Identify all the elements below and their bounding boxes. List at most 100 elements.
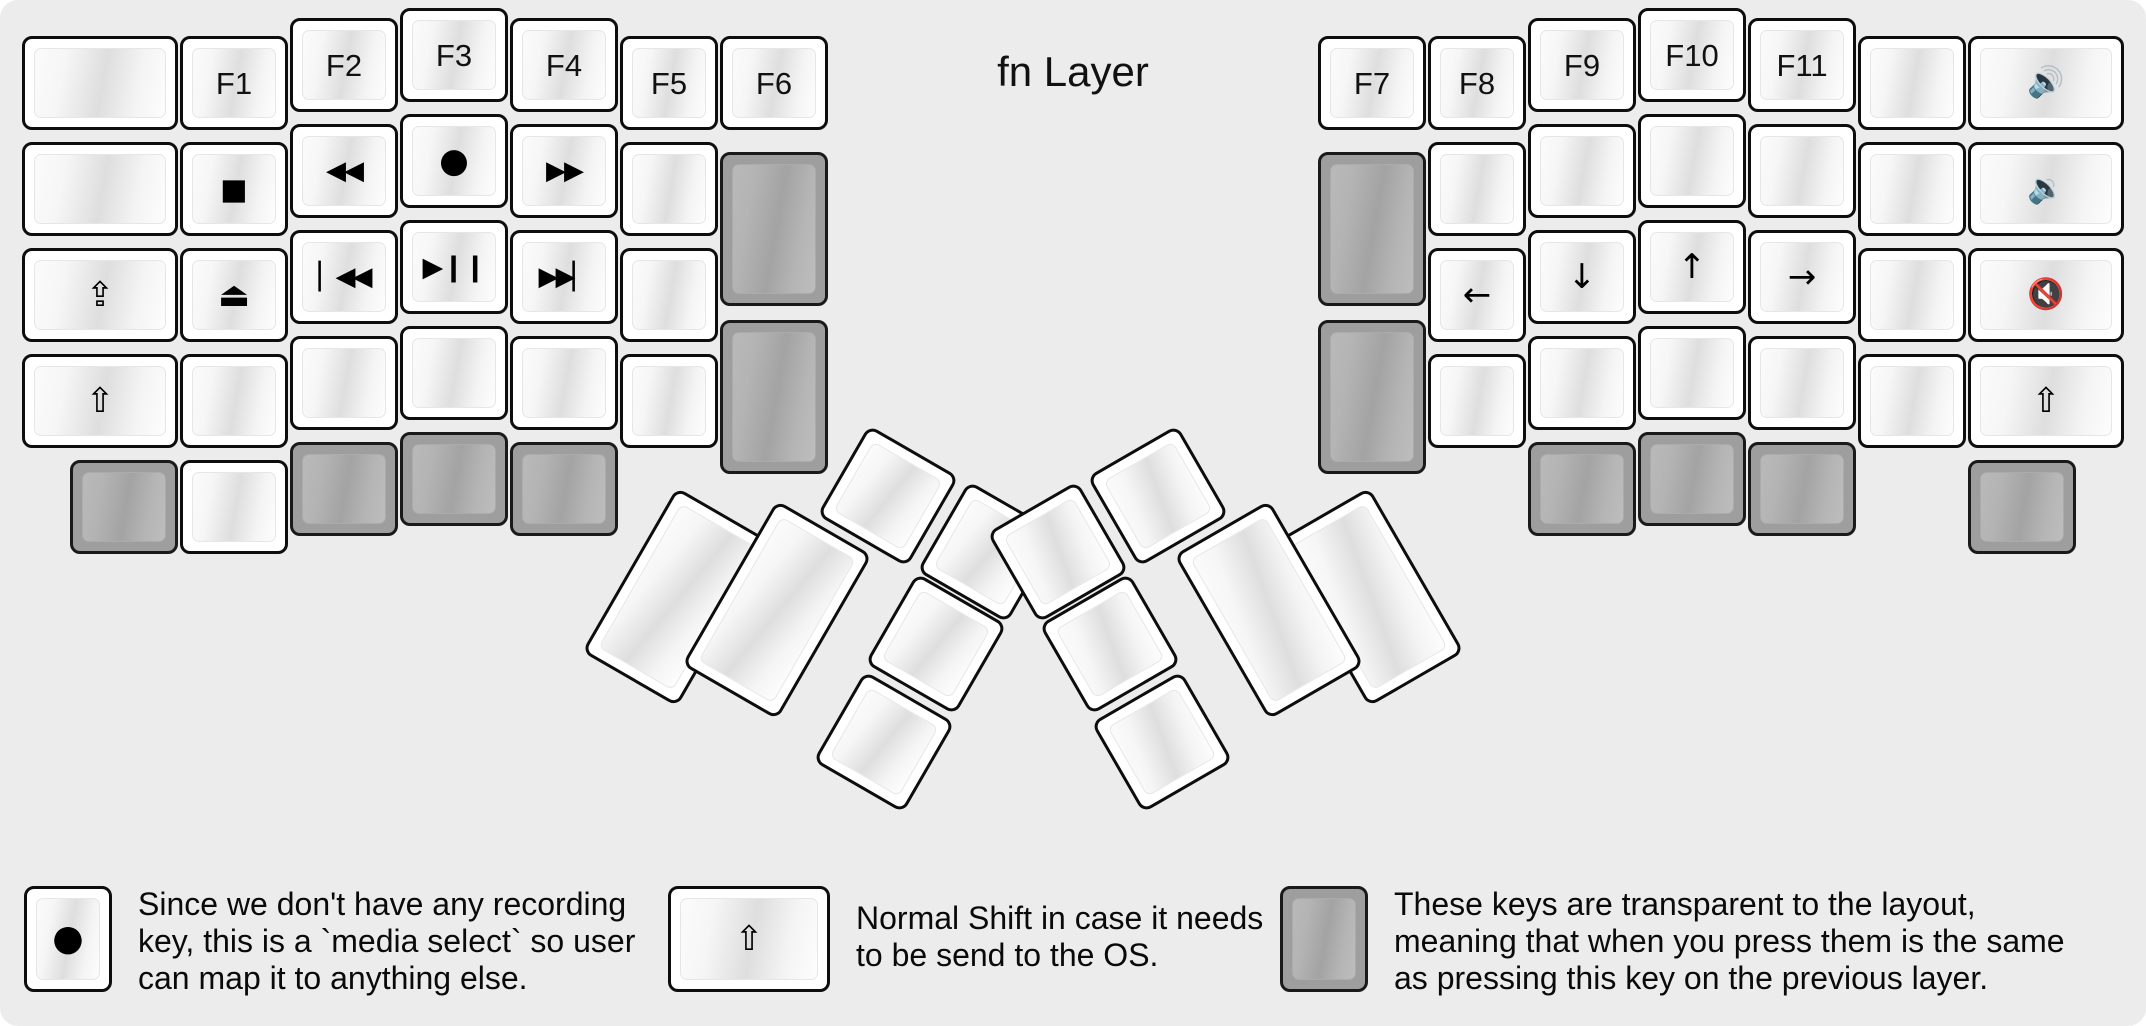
key-left-shift[interactable]: ⇧: [22, 354, 178, 448]
volume-up-icon: 🔊: [2027, 65, 2065, 100]
keycap-surface: [1292, 898, 1356, 980]
key-left-media-next-track[interactable]: ▶▶▏: [510, 230, 618, 324]
key-left-c5-r1[interactable]: [620, 142, 718, 236]
key-left-media-stop[interactable]: ■: [180, 142, 288, 236]
note-media-record: ● Since we don't have any recording key,…: [24, 886, 635, 997]
key-right-c5-r1[interactable]: [1858, 142, 1966, 236]
key-right-volume-up[interactable]: 🔊: [1968, 36, 2124, 130]
keycap-surface: [1650, 20, 1734, 90]
media-previous-track-icon: ▏◀◀: [318, 262, 373, 292]
keycap-surface: [1760, 136, 1844, 206]
keycap-surface: [522, 454, 606, 524]
key-left-c4-r4-transparent[interactable]: [510, 442, 618, 536]
keycap-surface: [302, 30, 386, 100]
key-label: F8: [1458, 65, 1496, 101]
key-right-c2-r4-transparent[interactable]: [1528, 442, 1636, 536]
keycap-surface: [302, 348, 386, 418]
key-left-c1-r4[interactable]: [180, 460, 288, 554]
key-right-f8[interactable]: F8: [1428, 36, 1526, 130]
key-right-c1-r3[interactable]: [1428, 354, 1526, 448]
keycap-surface: [732, 332, 816, 462]
key-right-c6-r4-transparent[interactable]: [1968, 460, 2076, 554]
key-right-f10[interactable]: F10: [1638, 8, 1746, 102]
key-left-f6[interactable]: F6: [720, 36, 828, 130]
key-left-c6-r1-transparent[interactable]: [720, 152, 828, 306]
key-right-c2-r1[interactable]: [1528, 124, 1636, 218]
media-play-pause-icon: ▶❙❙: [422, 251, 486, 283]
note-text: Since we don't have any recording key, t…: [138, 886, 636, 997]
key-right-c4-r4-transparent[interactable]: [1748, 442, 1856, 536]
keycap-surface: [522, 348, 606, 418]
key-right-c2-r3[interactable]: [1528, 336, 1636, 430]
key-left-c0-r4-transparent[interactable]: [70, 460, 178, 554]
key-right-arrow-up[interactable]: ↑: [1638, 220, 1746, 314]
key-left-c5-r2[interactable]: [620, 248, 718, 342]
key-right-f11[interactable]: F11: [1748, 18, 1856, 112]
media-record-icon: ●: [439, 141, 469, 181]
key-right-c3-r4-transparent[interactable]: [1638, 432, 1746, 526]
key-right-volume-down[interactable]: 🔉: [1968, 142, 2124, 236]
key-right-arrow-left[interactable]: ←: [1428, 248, 1526, 342]
key-right-f9[interactable]: F9: [1528, 18, 1636, 112]
keycap-surface: [34, 366, 166, 436]
arrow-up-icon: ↑: [1677, 247, 1707, 287]
keycap-surface: [522, 30, 606, 100]
keycap-surface: [1870, 366, 1954, 436]
key-left-media-play-pause[interactable]: ▶❙❙: [400, 220, 508, 314]
key-right-c3-r3[interactable]: [1638, 326, 1746, 420]
key-left-c2-r3[interactable]: [290, 336, 398, 430]
key-left-f4[interactable]: F4: [510, 18, 618, 112]
key-right-c5-r3[interactable]: [1858, 354, 1966, 448]
key-left-c6-r2-transparent[interactable]: [720, 320, 828, 474]
key-label: F9: [1563, 47, 1601, 83]
page-title: fn Layer: [997, 48, 1149, 95]
key-left-c5-r3[interactable]: [620, 354, 718, 448]
key-left-c3-r3[interactable]: [400, 326, 508, 420]
key-right-shift[interactable]: ⇧: [1968, 354, 2124, 448]
arrow-right-icon: →: [1787, 257, 1817, 297]
note-key-transparent: [1280, 886, 1368, 992]
key-label: F5: [650, 65, 688, 101]
key-right-c1-r1[interactable]: [1428, 142, 1526, 236]
key-right-c3-r1[interactable]: [1638, 114, 1746, 208]
keycap-surface: [412, 126, 496, 196]
keycap-surface: [34, 48, 166, 118]
note-key-media-record: ●: [24, 886, 112, 992]
key-right-f7[interactable]: F7: [1318, 36, 1426, 130]
key-left-f3[interactable]: F3: [400, 8, 508, 102]
key-right-volume-mute[interactable]: 🔇: [1968, 248, 2124, 342]
keycap-surface: [302, 242, 386, 312]
key-left-media-rewind[interactable]: ◀◀: [290, 124, 398, 218]
key-right-arrow-down[interactable]: ↓: [1528, 230, 1636, 324]
keycap-surface: [1870, 154, 1954, 224]
key-left-c4-r3[interactable]: [510, 336, 618, 430]
key-right-c4-r1[interactable]: [1748, 124, 1856, 218]
keycap-surface: [1650, 338, 1734, 408]
key-left-f5[interactable]: F5: [620, 36, 718, 130]
key-left-c2-r4-transparent[interactable]: [290, 442, 398, 536]
keycap-surface: [302, 136, 386, 206]
keycap-surface: [36, 898, 100, 980]
keycap-surface: [412, 232, 496, 302]
keyboard-layout: ⇪ ⇧ F1 ■ ⏏ F2 ◀◀: [22, 8, 2124, 814]
keycap-surface: [1440, 154, 1514, 224]
key-left-media-previous-track[interactable]: ▏◀◀: [290, 230, 398, 324]
key-left-media-eject[interactable]: ⏏: [180, 248, 288, 342]
key-left-c0-r1[interactable]: [22, 142, 178, 236]
key-right-c0-r2-transparent[interactable]: [1318, 320, 1426, 474]
key-left-f2[interactable]: F2: [290, 18, 398, 112]
key-left-c0-r0[interactable]: [22, 36, 178, 130]
key-right-c4-r3[interactable]: [1748, 336, 1856, 430]
key-right-c5-r2[interactable]: [1858, 248, 1966, 342]
key-left-f1[interactable]: F1: [180, 36, 288, 130]
key-left-c3-r4-transparent[interactable]: [400, 432, 508, 526]
keycap-surface: [192, 260, 276, 330]
key-right-f12[interactable]: [1858, 36, 1966, 130]
key-right-c0-r1-transparent[interactable]: [1318, 152, 1426, 306]
keycap-surface: [1540, 136, 1624, 206]
key-left-media-fast-forward[interactable]: ▶▶: [510, 124, 618, 218]
key-left-media-record[interactable]: ●: [400, 114, 508, 208]
key-left-caps-lock[interactable]: ⇪: [22, 248, 178, 342]
key-right-arrow-right[interactable]: →: [1748, 230, 1856, 324]
key-left-c1-r3[interactable]: [180, 354, 288, 448]
